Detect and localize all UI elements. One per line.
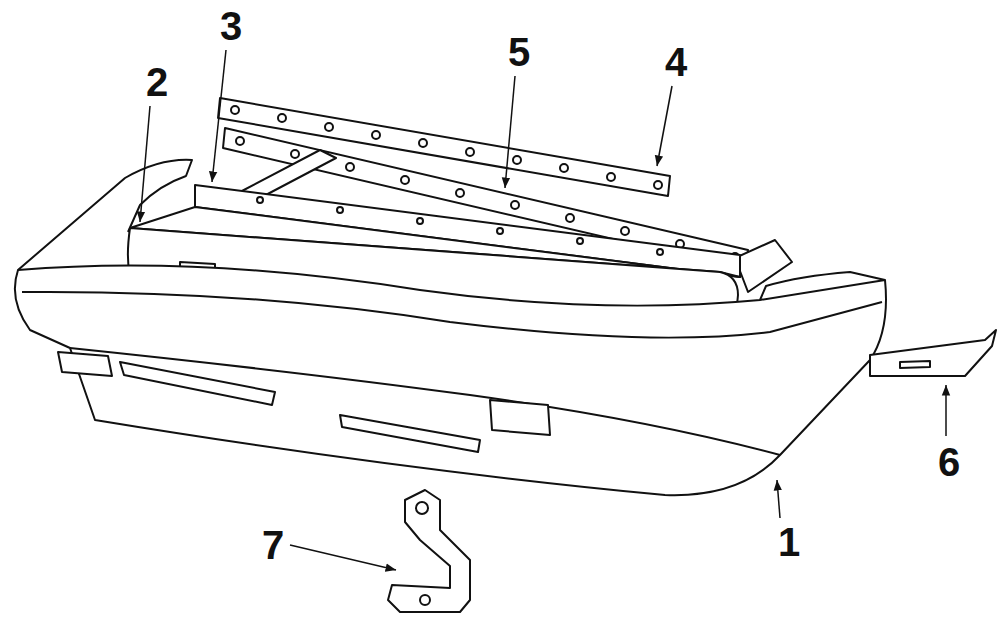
drawing-part xyxy=(325,123,333,131)
callout-number: 1 xyxy=(778,522,800,562)
cover-slot xyxy=(120,362,275,405)
callout-number: 2 xyxy=(146,62,168,102)
callout-number: 4 xyxy=(665,42,687,82)
bracket-hole xyxy=(420,595,430,605)
bracket-hole xyxy=(416,502,428,514)
drawing-part xyxy=(607,173,615,181)
callout-number: 6 xyxy=(938,442,960,482)
cover-crease xyxy=(70,348,780,455)
drawing-part xyxy=(372,131,380,139)
leader-line xyxy=(140,106,150,222)
drawing-part xyxy=(566,214,574,222)
bracket-arm xyxy=(240,150,336,197)
fog-opening xyxy=(490,400,550,435)
bracket-slot xyxy=(900,361,930,368)
drawing-part xyxy=(511,201,519,209)
bumper-cover xyxy=(15,266,886,496)
drawing-part xyxy=(346,163,354,171)
drawing-part xyxy=(278,114,286,122)
leader-line xyxy=(657,86,672,166)
drawing-part xyxy=(560,164,568,172)
drawing-part xyxy=(236,137,244,145)
drawing-part xyxy=(577,238,583,244)
drawing-part xyxy=(456,189,464,197)
drawing-part xyxy=(401,176,409,184)
side-bracket xyxy=(870,330,996,376)
drawing-part xyxy=(417,218,423,224)
leader-line xyxy=(945,385,947,436)
lower-bracket xyxy=(388,490,470,612)
drawing-part xyxy=(291,150,299,158)
cover-slot xyxy=(340,415,480,452)
drawing-part xyxy=(621,227,629,235)
leader-line xyxy=(212,50,226,182)
callout-number: 7 xyxy=(262,525,284,565)
fog-opening xyxy=(58,352,112,376)
leader-line xyxy=(777,480,780,518)
drawing-part xyxy=(654,181,662,189)
leader-line xyxy=(505,76,515,188)
drawing-part xyxy=(513,156,521,164)
drawing-part xyxy=(337,207,343,213)
drawing-part xyxy=(231,106,239,114)
callout-number: 3 xyxy=(220,6,242,46)
drawing-part xyxy=(657,249,663,255)
cover-crease xyxy=(22,292,882,338)
drawing-part xyxy=(466,148,474,156)
drawing-part xyxy=(257,197,263,203)
leader-lines xyxy=(140,50,946,570)
bracket-arm xyxy=(735,240,792,292)
callout-number: 5 xyxy=(508,32,530,72)
drawing-part xyxy=(497,228,503,234)
leader-line xyxy=(290,545,396,570)
drawing-part xyxy=(419,139,427,147)
